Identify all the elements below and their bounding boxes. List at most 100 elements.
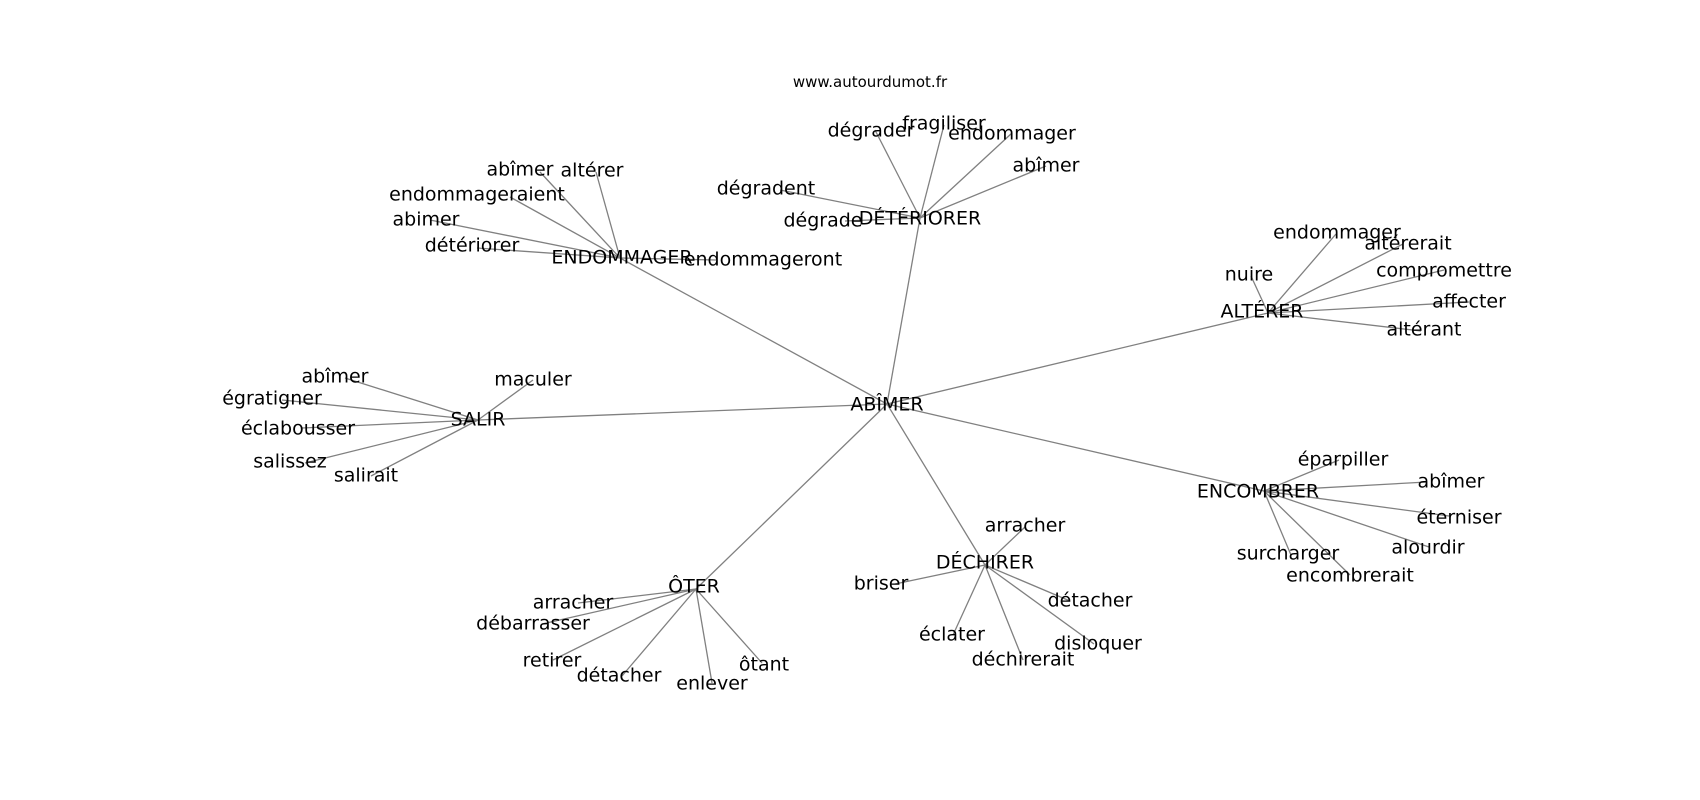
edge-hub-to-leaf xyxy=(1267,301,1470,314)
edge-hub-to-leaf xyxy=(1263,490,1351,576)
leaf-node-label[interactable]: ôtant xyxy=(739,654,789,676)
leaf-node-label[interactable]: salirait xyxy=(334,465,398,487)
leaf-node-label[interactable]: égratigner xyxy=(222,388,322,410)
edge-hub-to-leaf xyxy=(619,257,717,261)
edge-hub-to-leaf xyxy=(919,124,945,219)
edge-hub-to-leaf xyxy=(919,132,1013,219)
edge-hub-to-leaf xyxy=(695,588,763,664)
leaf-node-label[interactable]: éclater xyxy=(919,624,985,646)
hub-node-label[interactable]: ENDOMMAGER xyxy=(551,247,692,269)
edge-hub-to-leaf xyxy=(874,129,921,219)
edge-center-to-hub xyxy=(886,403,1265,492)
leaf-node-label[interactable]: compromettre xyxy=(1376,260,1512,282)
edge-hub-to-leaf xyxy=(304,419,479,464)
edge-hub-to-leaf xyxy=(476,247,621,259)
edge-hub-to-leaf xyxy=(984,526,1026,566)
edge-hub-to-leaf xyxy=(952,564,986,636)
leaf-node-label[interactable]: détériorer xyxy=(425,235,520,257)
edge-center-to-hub xyxy=(619,257,888,405)
leaf-node-label[interactable]: endommager xyxy=(1273,222,1401,244)
edge-hub-to-leaf xyxy=(1267,269,1445,314)
leaf-node-label[interactable]: fragiliser xyxy=(902,113,986,135)
edge-hub-to-leaf xyxy=(281,399,479,421)
edge-hub-to-leaf xyxy=(577,588,697,604)
leaf-node-label[interactable]: altérerait xyxy=(1364,233,1451,255)
leaf-node-label[interactable]: surcharger xyxy=(1237,543,1340,565)
leaf-node-label[interactable]: maculer xyxy=(494,369,572,391)
edge-hub-to-leaf xyxy=(1263,481,1428,492)
leaf-node-label[interactable]: éclabousser xyxy=(241,418,355,440)
edge-center-to-hub xyxy=(886,217,921,405)
hub-node-label[interactable]: ALTÉRER xyxy=(1221,300,1304,323)
edge-center-to-hub xyxy=(886,312,1269,405)
leaf-node-label[interactable]: dégrade xyxy=(783,210,862,232)
leaf-node-label[interactable]: abîmer xyxy=(302,366,369,388)
center-node-label[interactable]: ABÎMER xyxy=(850,393,923,416)
leaf-node-label[interactable]: briser xyxy=(854,573,909,595)
edge-hub-to-leaf xyxy=(779,189,921,219)
leaf-node-label[interactable]: détacher xyxy=(1048,590,1133,612)
edge-center-to-hub xyxy=(695,403,888,590)
leaf-node-label[interactable]: abîmer xyxy=(487,159,554,181)
hub-node-label[interactable]: DÉCHIRER xyxy=(936,551,1034,574)
edge-hub-to-leaf xyxy=(477,379,534,421)
leaf-node-label[interactable]: encombrerait xyxy=(1286,565,1414,587)
edge-hub-to-leaf xyxy=(1250,275,1269,314)
edge-hub-to-leaf xyxy=(1267,312,1422,332)
leaf-node-label[interactable]: débarrasser xyxy=(476,613,590,635)
edge-hub-to-leaf xyxy=(1267,243,1404,314)
source-link[interactable]: www.autourdumot.fr xyxy=(793,73,948,91)
hub-node-label[interactable]: DÉTÉRIORER xyxy=(859,207,981,230)
edges-layer xyxy=(281,124,1470,684)
leaf-node-label[interactable]: arracher xyxy=(533,592,614,614)
leaf-node-label[interactable]: altérant xyxy=(1386,319,1461,341)
edge-hub-to-leaf xyxy=(370,419,479,477)
edge-center-to-hub xyxy=(886,403,986,566)
leaf-node-label[interactable]: nuire xyxy=(1225,264,1273,286)
edge-hub-to-leaf xyxy=(541,588,697,625)
leaf-node-label[interactable]: arracher xyxy=(985,515,1066,537)
leaf-node-label[interactable]: dégradent xyxy=(717,178,816,200)
edge-hub-to-leaf xyxy=(919,165,1047,219)
leaf-node-label[interactable]: retirer xyxy=(523,650,582,672)
edge-hub-to-leaf xyxy=(1263,490,1292,556)
leaf-node-label[interactable]: abîmer xyxy=(1013,155,1080,177)
leaf-node-label[interactable]: dégrader xyxy=(828,120,915,142)
edge-hub-to-leaf xyxy=(984,564,1024,661)
leaf-node-label[interactable]: endommageraient xyxy=(389,184,565,206)
leaf-node-label[interactable]: alourdir xyxy=(1391,537,1464,559)
edge-hub-to-leaf xyxy=(984,564,1095,645)
edge-hub-to-leaf xyxy=(844,217,921,222)
edge-hub-to-leaf xyxy=(695,588,713,684)
leaf-node-label[interactable]: endommager xyxy=(948,123,1076,145)
edge-hub-to-leaf xyxy=(344,377,479,421)
edge-hub-to-leaf xyxy=(301,419,479,429)
edge-hub-to-leaf xyxy=(1263,490,1430,548)
edge-hub-to-leaf xyxy=(1263,490,1450,517)
leaf-node-label[interactable]: affecter xyxy=(1432,291,1506,313)
edge-hub-to-leaf xyxy=(509,196,621,259)
edge-hub-to-leaf xyxy=(621,588,697,677)
edge-hub-to-leaf xyxy=(984,564,1071,602)
leaf-node-label[interactable]: enlever xyxy=(676,673,748,695)
leaf-node-label[interactable]: altérer xyxy=(561,160,624,182)
hub-node-label[interactable]: ENCOMBRER xyxy=(1197,481,1319,503)
edge-hub-to-leaf xyxy=(539,171,621,259)
leaf-node-label[interactable]: déchirerait xyxy=(972,649,1075,671)
edge-hub-to-leaf xyxy=(595,171,621,259)
leaf-node-label[interactable]: disloquer xyxy=(1054,633,1142,655)
leaf-node-label[interactable]: éterniser xyxy=(1416,507,1501,529)
hub-node-label[interactable]: ÔTER xyxy=(668,574,720,598)
edge-center-to-hub xyxy=(477,403,888,421)
leaf-node-label[interactable]: salissez xyxy=(253,451,327,473)
leaf-node-label[interactable]: abîmer xyxy=(1418,471,1485,493)
edge-hub-to-leaf xyxy=(429,219,621,259)
edge-hub-to-leaf xyxy=(552,588,697,661)
leaf-node-label[interactable]: abimer xyxy=(393,209,460,231)
leaf-node-label[interactable]: éparpiller xyxy=(1298,449,1389,471)
leaf-node-label[interactable]: endommageront xyxy=(684,249,842,271)
hub-node-label[interactable]: SALIR xyxy=(451,409,506,431)
leaf-node-label[interactable]: détacher xyxy=(577,665,662,687)
